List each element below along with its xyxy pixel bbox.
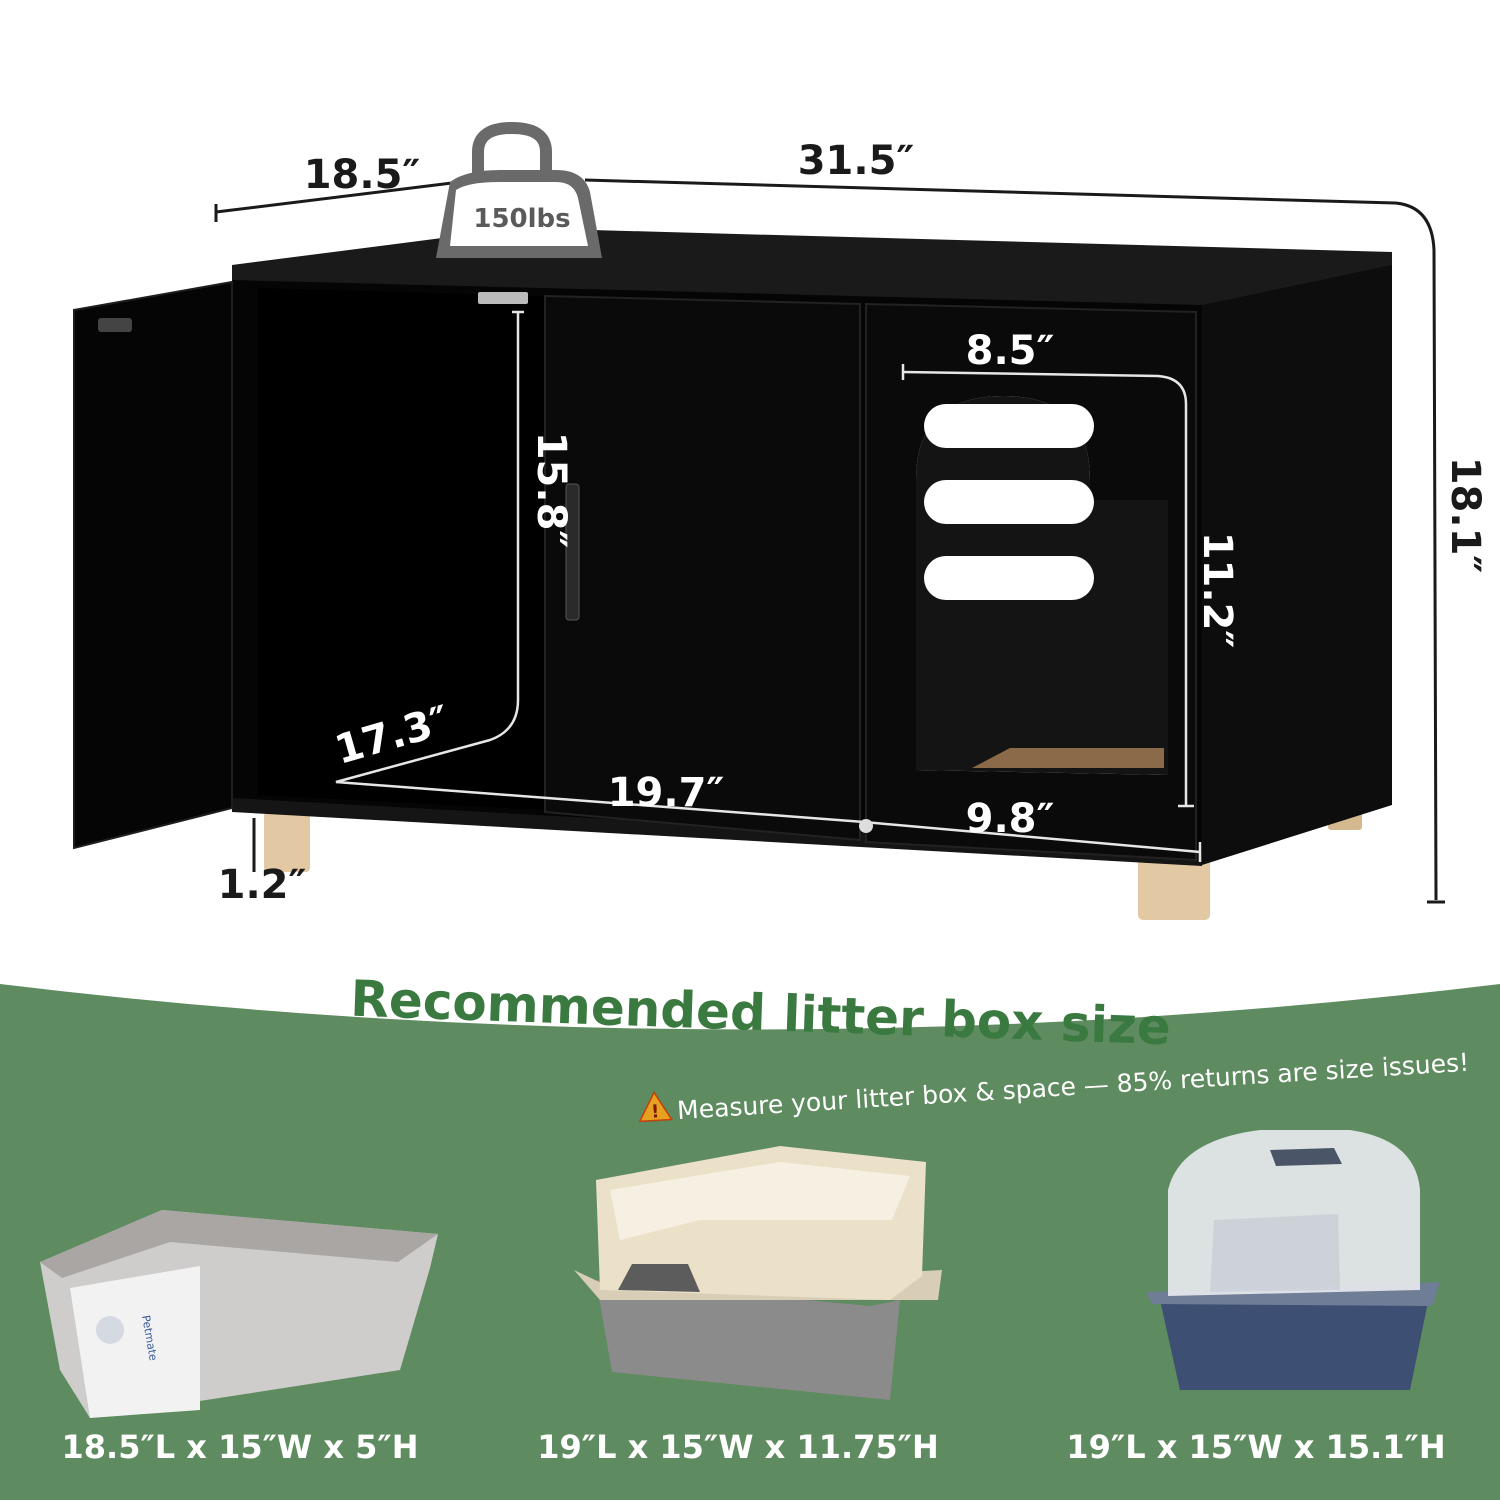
inner-dimension-lines xyxy=(335,310,1202,862)
weight-capacity-badge: 150lbs xyxy=(436,121,602,258)
tray-rim xyxy=(40,1210,438,1278)
inner-height-label: 15.8″ xyxy=(528,432,574,549)
hood-vent xyxy=(1270,1148,1342,1166)
litter-box-1-size: 18.5″L x 15″W x 5″H xyxy=(62,1428,419,1466)
weight-icon-inner xyxy=(450,182,588,246)
high-sided-interior xyxy=(610,1162,910,1240)
tray-label xyxy=(70,1266,200,1418)
cabinet xyxy=(73,228,1392,920)
door-handle xyxy=(565,483,580,621)
weight-capacity-label: 150lbs xyxy=(473,204,570,234)
scratch-pad xyxy=(972,748,1164,768)
entry-opening xyxy=(618,1264,700,1292)
depth-label: 18.5″ xyxy=(304,152,421,198)
depth-dimension-line xyxy=(215,180,461,214)
litter-box-hooded xyxy=(1146,1130,1440,1390)
opening-slat-1 xyxy=(924,404,1094,448)
width-height-dimension-line xyxy=(584,178,1438,901)
left-door-open xyxy=(73,280,233,850)
opening-width-label: 8.5″ xyxy=(966,328,1055,374)
hood-entry-flap xyxy=(1210,1214,1340,1292)
door-hinge xyxy=(98,318,132,332)
hooded-base xyxy=(1160,1292,1430,1390)
warning-icon xyxy=(638,1090,674,1123)
middle-door xyxy=(544,294,861,842)
litter-box-2-size: 19″L x 15″W x 11.75″H xyxy=(537,1428,938,1466)
height-label: 18.1″ xyxy=(1442,457,1488,574)
interior-dimension-path xyxy=(335,312,1201,854)
litter-box-open-tray: Petmate xyxy=(40,1210,438,1418)
opening-height-label: 11.2″ xyxy=(1194,532,1240,649)
magnetic-latch xyxy=(478,292,528,304)
outer-dimension-lines xyxy=(214,178,1445,904)
warning-icon-mark: ! xyxy=(650,1101,659,1122)
opening-dimension-path xyxy=(902,370,1188,806)
leg-height-label: 1.2″ xyxy=(218,862,307,908)
side-width-label: 9.8″ xyxy=(966,796,1055,842)
width-label: 31.5″ xyxy=(798,138,915,184)
leg-front-left xyxy=(264,812,310,872)
open-compartment xyxy=(258,288,545,810)
cabinet-bottom-edge xyxy=(232,798,1202,866)
high-sided-base xyxy=(596,1280,900,1400)
opening-slat-3 xyxy=(924,556,1094,600)
inner-width-label: 19.7″ xyxy=(608,770,725,816)
litter-box-high-sided xyxy=(574,1146,942,1400)
cat-photo-icon xyxy=(96,1316,124,1344)
dimension-junction-dot xyxy=(859,819,873,833)
litter-box-3-size: 19″L x 15″W x 15.1″H xyxy=(1066,1428,1445,1466)
cabinet-side xyxy=(1202,265,1392,865)
opening-slat-2 xyxy=(924,480,1094,524)
leg-front-right xyxy=(1138,848,1210,920)
weight-handle-icon xyxy=(472,121,552,182)
